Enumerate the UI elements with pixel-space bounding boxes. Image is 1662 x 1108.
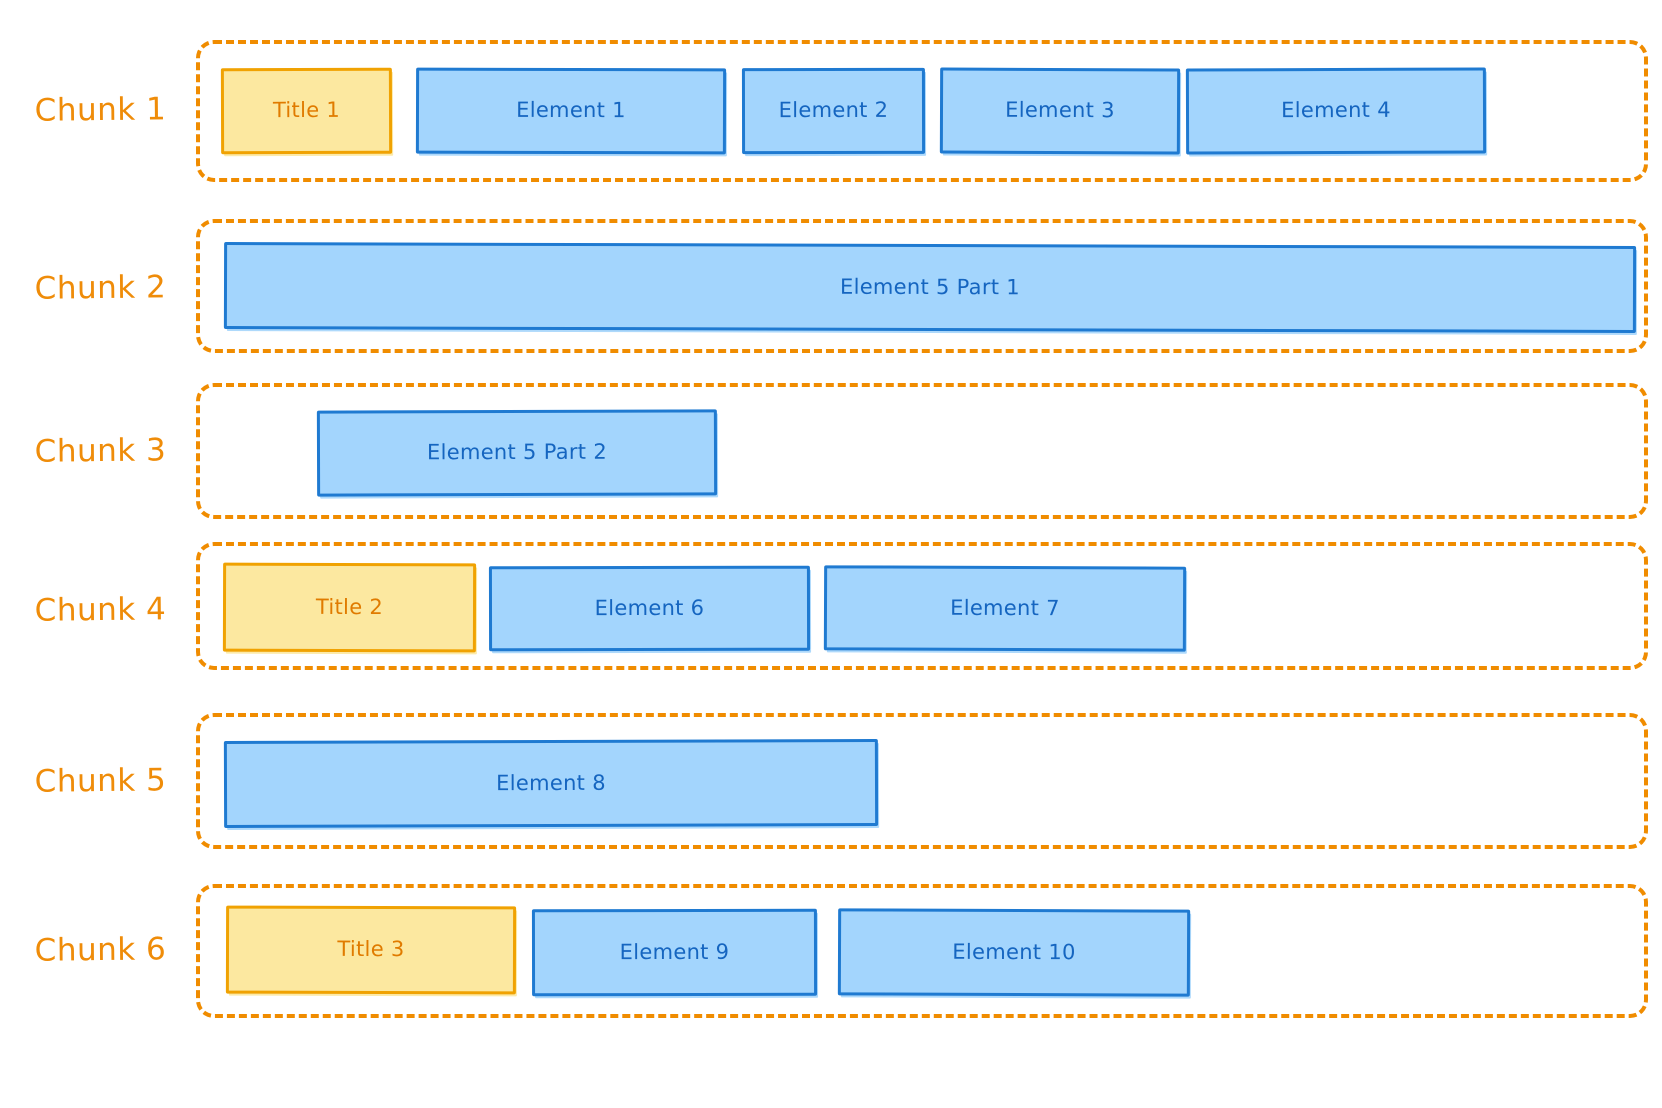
chunk-container-3 — [196, 383, 1648, 519]
node-element-10[interactable]: Element 10 — [837, 908, 1191, 997]
node-title-3[interactable]: Title 3 — [225, 905, 517, 995]
node-element-8-label: Element 8 — [496, 770, 606, 795]
chunk-label-6: Chunk 6 — [34, 931, 167, 969]
chunk-row-6: Chunk 6 Title 3 Element 9 Element 10 — [0, 0, 1662, 1018]
chunk-row-4: Chunk 4 Title 2 Element 6 Element 7 — [0, 0, 1662, 670]
node-element-5-part-1[interactable]: Element 5 Part 1 — [223, 242, 1637, 333]
node-element-7-label: Element 7 — [950, 595, 1060, 620]
node-element-7[interactable]: Element 7 — [823, 565, 1187, 652]
node-element-9-label: Element 9 — [619, 939, 730, 964]
node-element-9[interactable]: Element 9 — [531, 908, 818, 997]
chunk-label-5: Chunk 5 — [34, 762, 167, 800]
chunk-container-2 — [196, 219, 1648, 353]
chunk-label-2: Chunk 2 — [34, 269, 167, 307]
chunk-container-1 — [196, 40, 1648, 182]
node-element-6-label: Element 6 — [594, 595, 705, 620]
node-element-5-part-2[interactable]: Element 5 Part 2 — [316, 409, 718, 497]
chunk-container-6 — [196, 884, 1648, 1018]
node-element-6[interactable]: Element 6 — [488, 565, 811, 652]
chunk-label-4: Chunk 4 — [34, 591, 167, 629]
node-element-5-part-2-label: Element 5 Part 2 — [426, 439, 608, 465]
chunk-container-4 — [196, 542, 1648, 670]
chunk-row-2: Chunk 2 Element 5 Part 1 — [0, 0, 1662, 353]
chunk-row-3: Chunk 3 Element 5 Part 2 — [0, 0, 1662, 519]
chunk-label-3: Chunk 3 — [34, 432, 167, 470]
node-title-2-label: Title 2 — [315, 594, 384, 619]
chunk-container-5 — [196, 713, 1648, 849]
chunk-row-5: Chunk 5 Element 8 — [0, 0, 1662, 849]
node-element-5-part-1-label: Element 5 Part 1 — [839, 274, 1021, 299]
node-element-8[interactable]: Element 8 — [223, 738, 879, 829]
chunk-row-1: Chunk 1 Title 1 Element 1 Element 2 Elem… — [0, 0, 1662, 200]
node-element-10-label: Element 10 — [952, 939, 1076, 964]
node-title-2[interactable]: Title 2 — [222, 562, 477, 653]
node-title-3-label: Title 3 — [337, 936, 405, 962]
